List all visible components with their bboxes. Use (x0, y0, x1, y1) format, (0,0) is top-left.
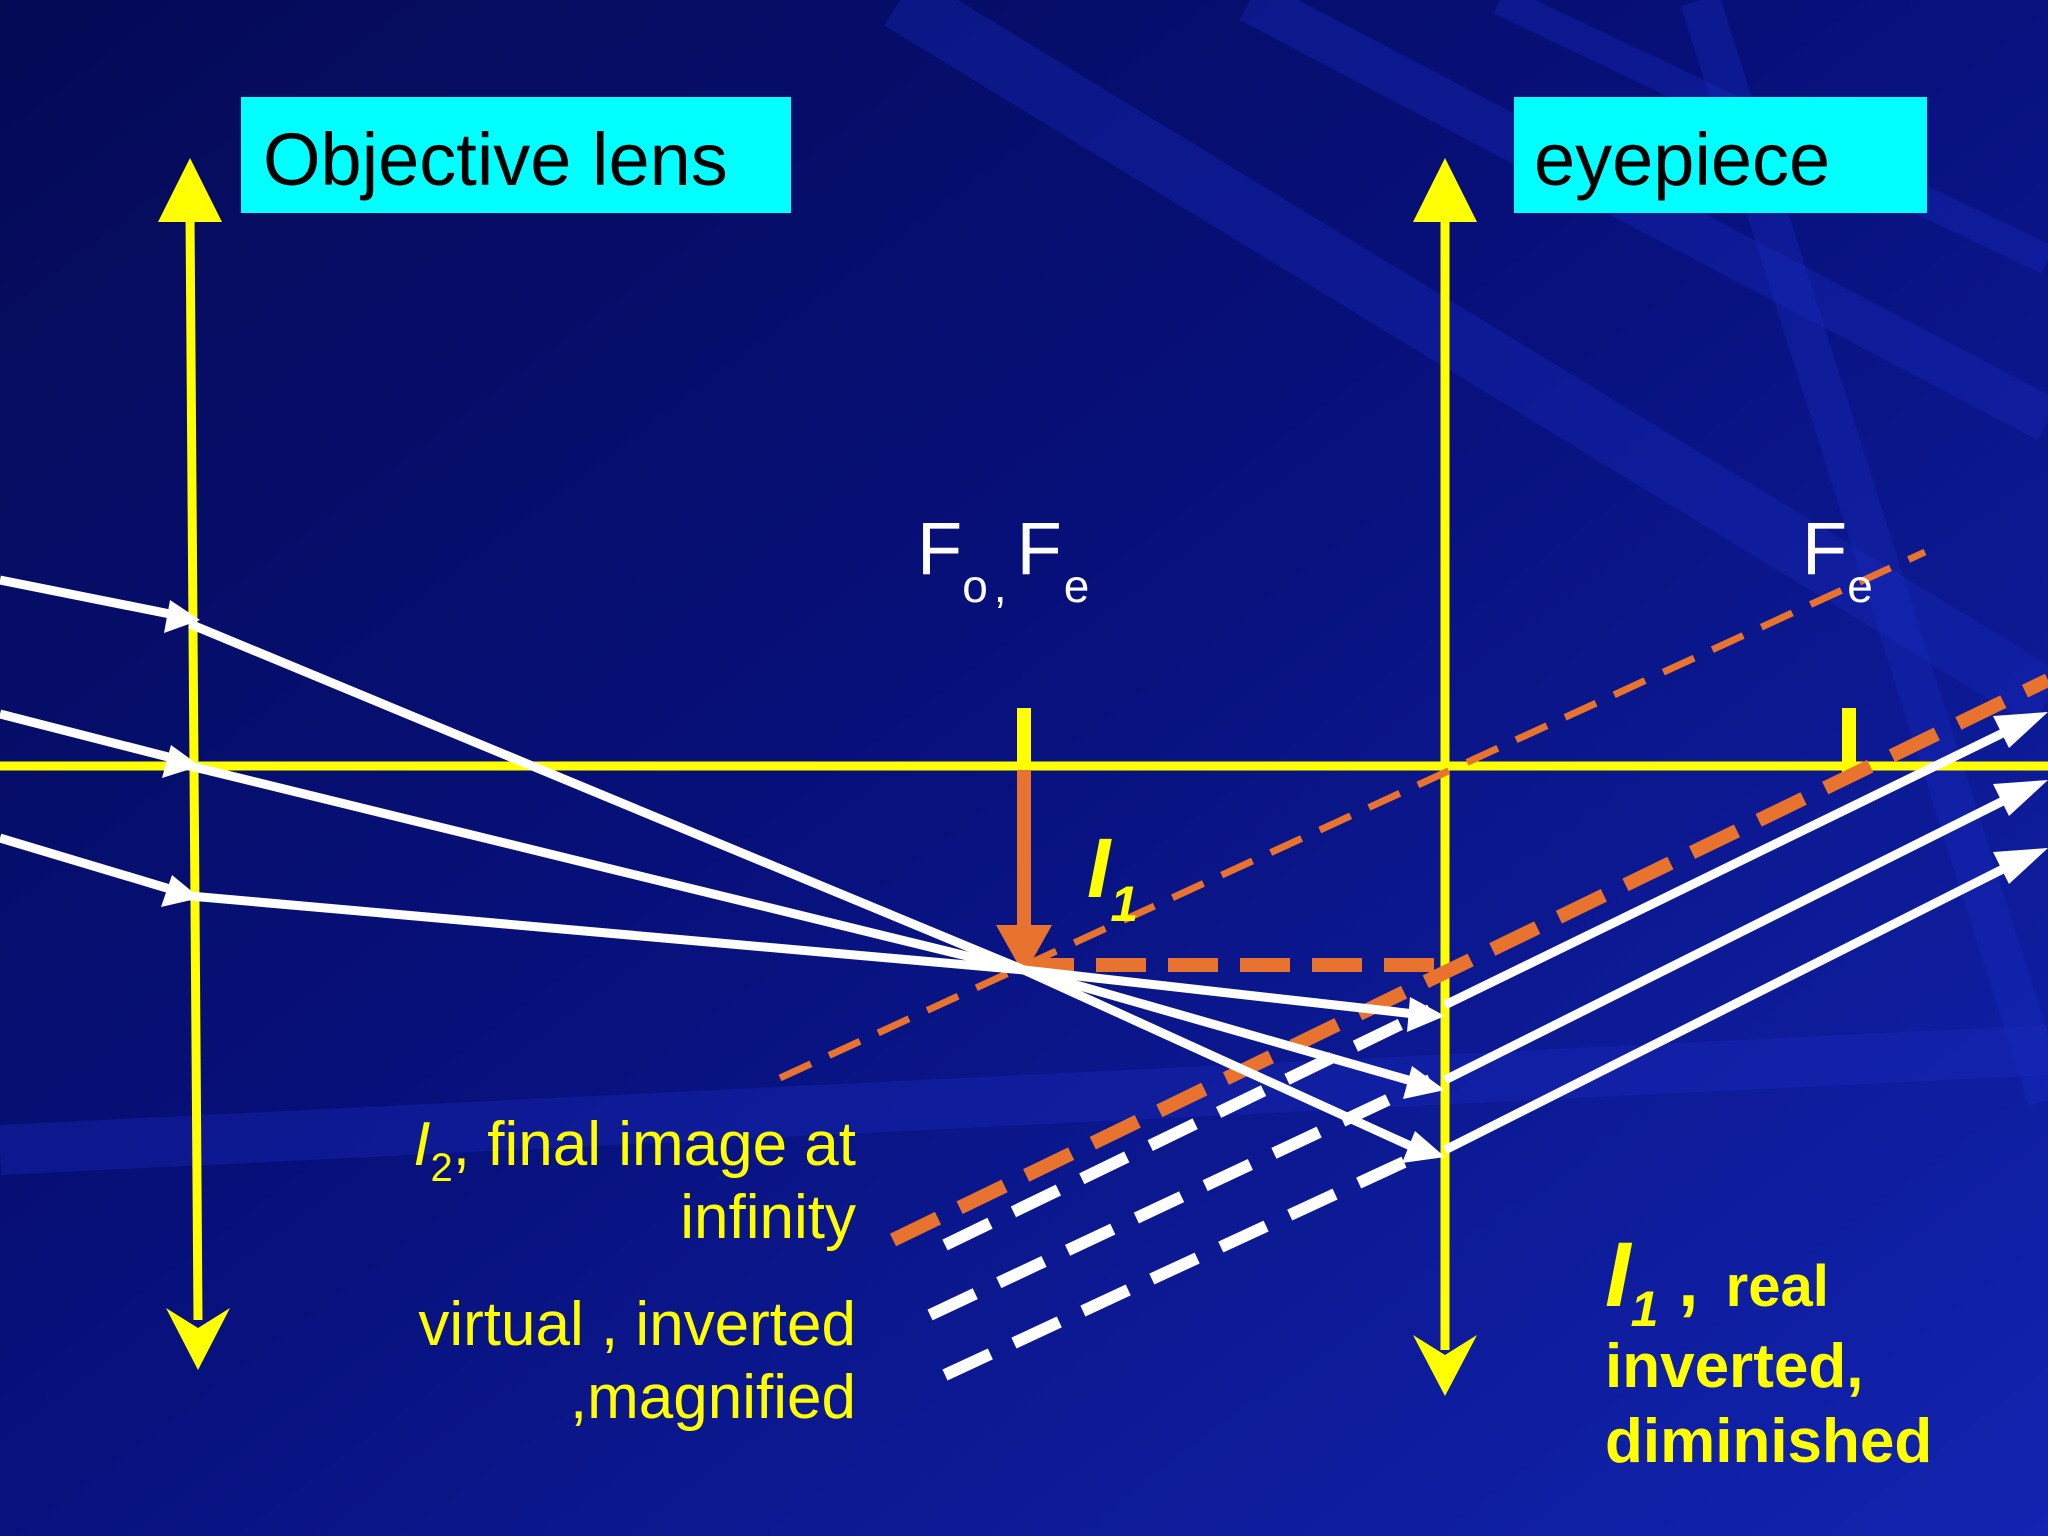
eyepiece-label: eyepiece (1514, 97, 1927, 213)
final-image-description: I2, final image at infinity virtual , in… (296, 1108, 856, 1435)
final-image-line1: I2, final image at (296, 1108, 856, 1190)
objective-lens-label: Objective lens (241, 97, 791, 213)
inner-rays (188, 619, 1417, 1153)
objective-lens-top-arrowhead (158, 158, 222, 222)
i1-subscript: 1 (1110, 876, 1139, 932)
focal-o-subscript: o (962, 560, 988, 612)
orange-dashed-lines (778, 548, 2048, 1247)
orange-dashed-thick (889, 673, 2048, 1247)
focal-F-o-letter: F (917, 507, 963, 590)
fe-F-letter: F (1802, 507, 1848, 590)
focal-label-Fe: Fe (1802, 512, 1873, 610)
intermediate-image-label: I1 (1087, 826, 1138, 929)
i1-desc-letter: I (1605, 1224, 1631, 1326)
intermediate-line1: I1 , real (1605, 1220, 1932, 1337)
i1-desc-subscript: 1 (1630, 1281, 1659, 1337)
eyepiece-lens-top-arrowhead (1413, 158, 1477, 222)
final-image-line2: infinity (680, 1183, 856, 1253)
intermediate-line3: diminished (1605, 1406, 1933, 1476)
fe-e-subscript: e (1847, 560, 1873, 612)
focal-e-subscript: e (1063, 560, 1090, 612)
intermediate-image-arrow (996, 770, 1052, 975)
intermediate-line2: inverted, (1605, 1332, 1864, 1402)
final-image-line1-text: , final image at (452, 1110, 856, 1179)
emerging-rays (1442, 727, 2008, 1155)
intermediate-image-description: I1 , real inverted, diminished (1605, 1220, 1932, 1479)
eyepiece-lens (1413, 158, 1477, 1396)
focal-F-e-letter: F (1016, 507, 1062, 590)
intermediate-real: real (1725, 1254, 1829, 1319)
objective-lens-bottom-arrowhead (166, 1308, 230, 1370)
focal-label-Fo-Fe: Fo,Fe (917, 512, 1089, 610)
i1-letter: I (1087, 821, 1111, 915)
white-dashed-lines (927, 1004, 1433, 1381)
eyepiece-lens-bottom-arrowhead (1413, 1335, 1477, 1396)
final-image-line4: ,magnified (569, 1363, 856, 1433)
final-image-line3: virtual , inverted (418, 1290, 856, 1360)
i2-letter: I (413, 1110, 431, 1179)
i2-subscript: 2 (430, 1146, 453, 1190)
orange-dashed-thin (778, 548, 1927, 1082)
incoming-rays (0, 575, 182, 897)
focal-comma: , (993, 560, 1007, 612)
intermediate-comma: , (1658, 1242, 1699, 1322)
emerging-ray-arrowheads (1993, 712, 2048, 884)
